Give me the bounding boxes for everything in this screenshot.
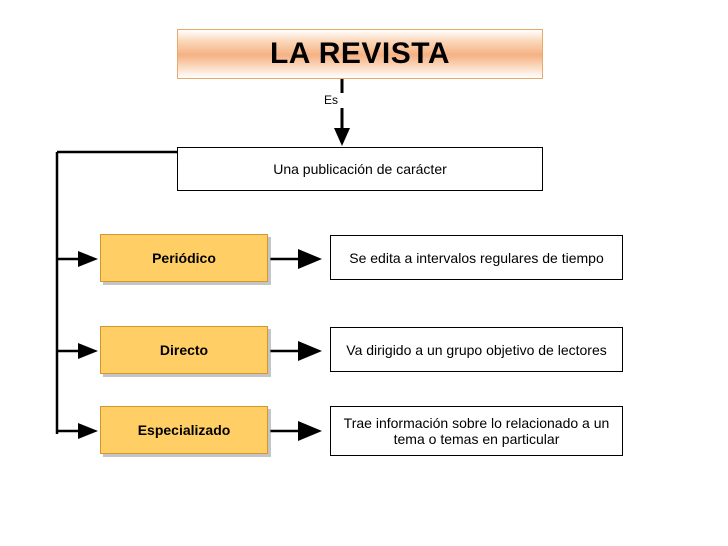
- category-box-periodico: Periódico: [100, 234, 268, 282]
- category-label: Directo: [159, 342, 209, 358]
- connector-label-es: Es: [324, 93, 339, 107]
- subtitle-box: Una publicación de carácter: [177, 147, 543, 191]
- description-box-periodico: Se edita a intervalos regulares de tiemp…: [330, 235, 623, 280]
- category-label: Periódico: [152, 250, 216, 266]
- description-text: Va dirigido a un grupo objetivo de lecto…: [346, 341, 607, 358]
- category-box-especializado: Especializado: [100, 406, 268, 454]
- description-text: Trae información sobre lo relacionado a …: [343, 415, 610, 447]
- description-box-especializado: Trae información sobre lo relacionado a …: [330, 406, 623, 456]
- page-title: LA REVISTA: [269, 37, 450, 70]
- description-box-directo: Va dirigido a un grupo objetivo de lecto…: [330, 327, 623, 372]
- title-box: LA REVISTA: [177, 29, 543, 79]
- description-text: Se edita a intervalos regulares de tiemp…: [349, 249, 604, 266]
- subtitle-text: Una publicación de carácter: [273, 161, 447, 177]
- category-box-directo: Directo: [100, 326, 268, 374]
- category-label: Especializado: [137, 422, 231, 438]
